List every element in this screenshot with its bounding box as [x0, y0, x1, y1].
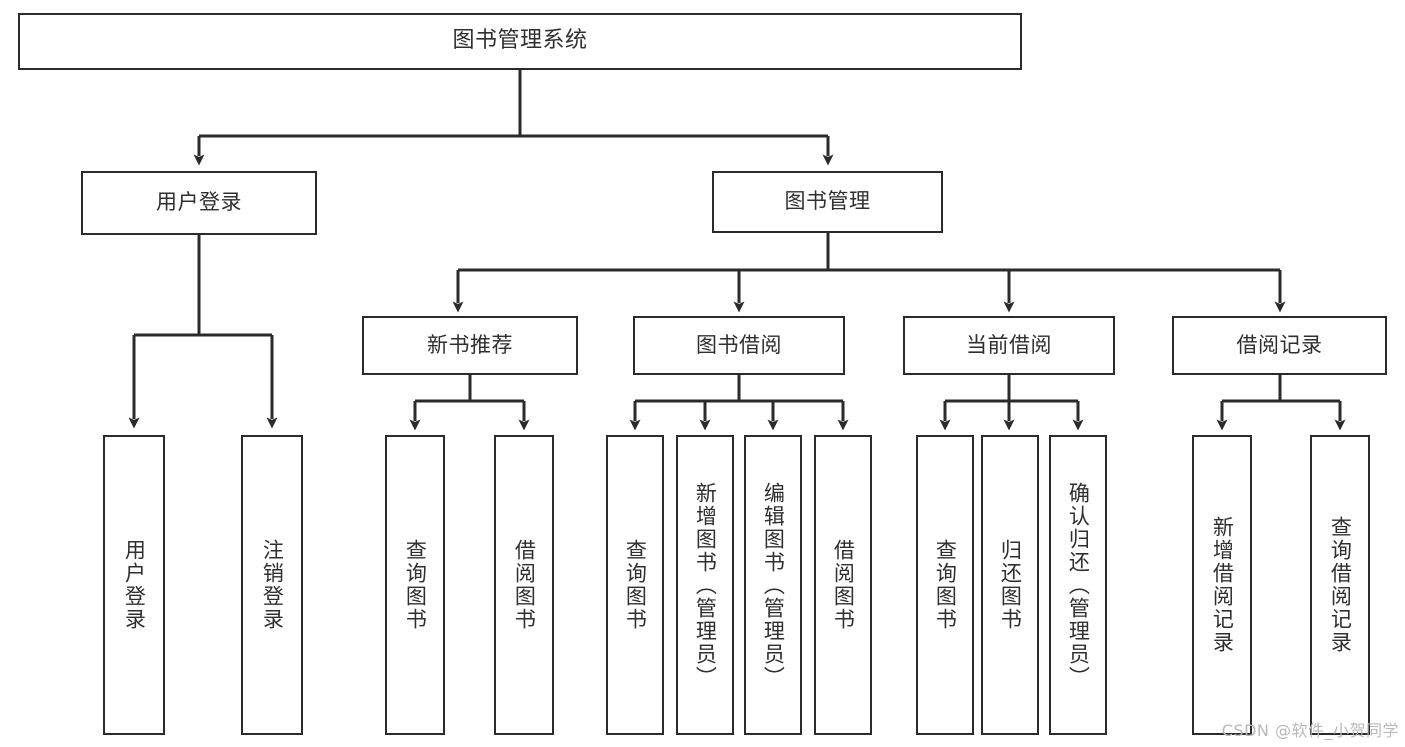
- node-label: 图书管理系统: [452, 28, 588, 54]
- node-label: 编辑图书（管理员）: [761, 481, 786, 689]
- node-label: 查询借阅记录: [1328, 516, 1353, 654]
- node-label: 新增图书（管理员）: [693, 481, 718, 689]
- node-label: 用户登录: [122, 539, 147, 631]
- node-label: 图书借阅: [696, 332, 782, 357]
- node-label: 注销登录: [260, 539, 285, 631]
- leaf-borrow-book-new[interactable]: 借阅图书: [494, 435, 554, 735]
- leaf-borrow-book[interactable]: 借阅图书: [814, 435, 872, 735]
- leaf-user-login[interactable]: 用户登录: [103, 435, 165, 735]
- node-label: 借阅图书: [831, 539, 856, 631]
- node-label: 借阅记录: [1236, 332, 1323, 357]
- leaf-confirm-return-admin[interactable]: 确认归还（管理员）: [1049, 435, 1107, 735]
- node-label: 新书推荐: [427, 332, 513, 357]
- leaf-query-book-current[interactable]: 查询图书: [916, 435, 974, 735]
- node-label: 归还图书: [998, 539, 1023, 631]
- node-label: 查询图书: [623, 539, 648, 631]
- leaf-logout[interactable]: 注销登录: [241, 435, 303, 735]
- node-label: 当前借阅: [966, 332, 1052, 357]
- node-label: 查询图书: [403, 539, 428, 631]
- leaf-edit-book-admin[interactable]: 编辑图书（管理员）: [744, 435, 802, 735]
- node-label: 图书管理: [784, 189, 871, 214]
- node-current-borrow[interactable]: 当前借阅: [903, 316, 1115, 375]
- node-book-borrow[interactable]: 图书借阅: [633, 316, 845, 375]
- node-new-book-recommend[interactable]: 新书推荐: [362, 316, 578, 375]
- leaf-return-book[interactable]: 归还图书: [981, 435, 1039, 735]
- leaf-query-book-new[interactable]: 查询图书: [385, 435, 445, 735]
- node-borrow-record[interactable]: 借阅记录: [1172, 316, 1387, 375]
- node-label: 借阅图书: [512, 539, 537, 631]
- node-label: 用户登录: [156, 190, 242, 215]
- leaf-query-borrow-record[interactable]: 查询借阅记录: [1310, 435, 1370, 735]
- leaf-add-book-admin[interactable]: 新增图书（管理员）: [676, 435, 734, 735]
- leaf-add-borrow-record[interactable]: 新增借阅记录: [1192, 435, 1252, 735]
- node-user-login[interactable]: 用户登录: [81, 171, 317, 235]
- node-book-management[interactable]: 图书管理: [712, 171, 943, 233]
- node-root-book-management-system[interactable]: 图书管理系统: [18, 13, 1022, 70]
- leaf-query-book-borrow[interactable]: 查询图书: [606, 435, 664, 735]
- node-label: 确认归还（管理员）: [1066, 481, 1091, 689]
- node-label: 新增借阅记录: [1210, 516, 1235, 654]
- node-label: 查询图书: [933, 539, 958, 631]
